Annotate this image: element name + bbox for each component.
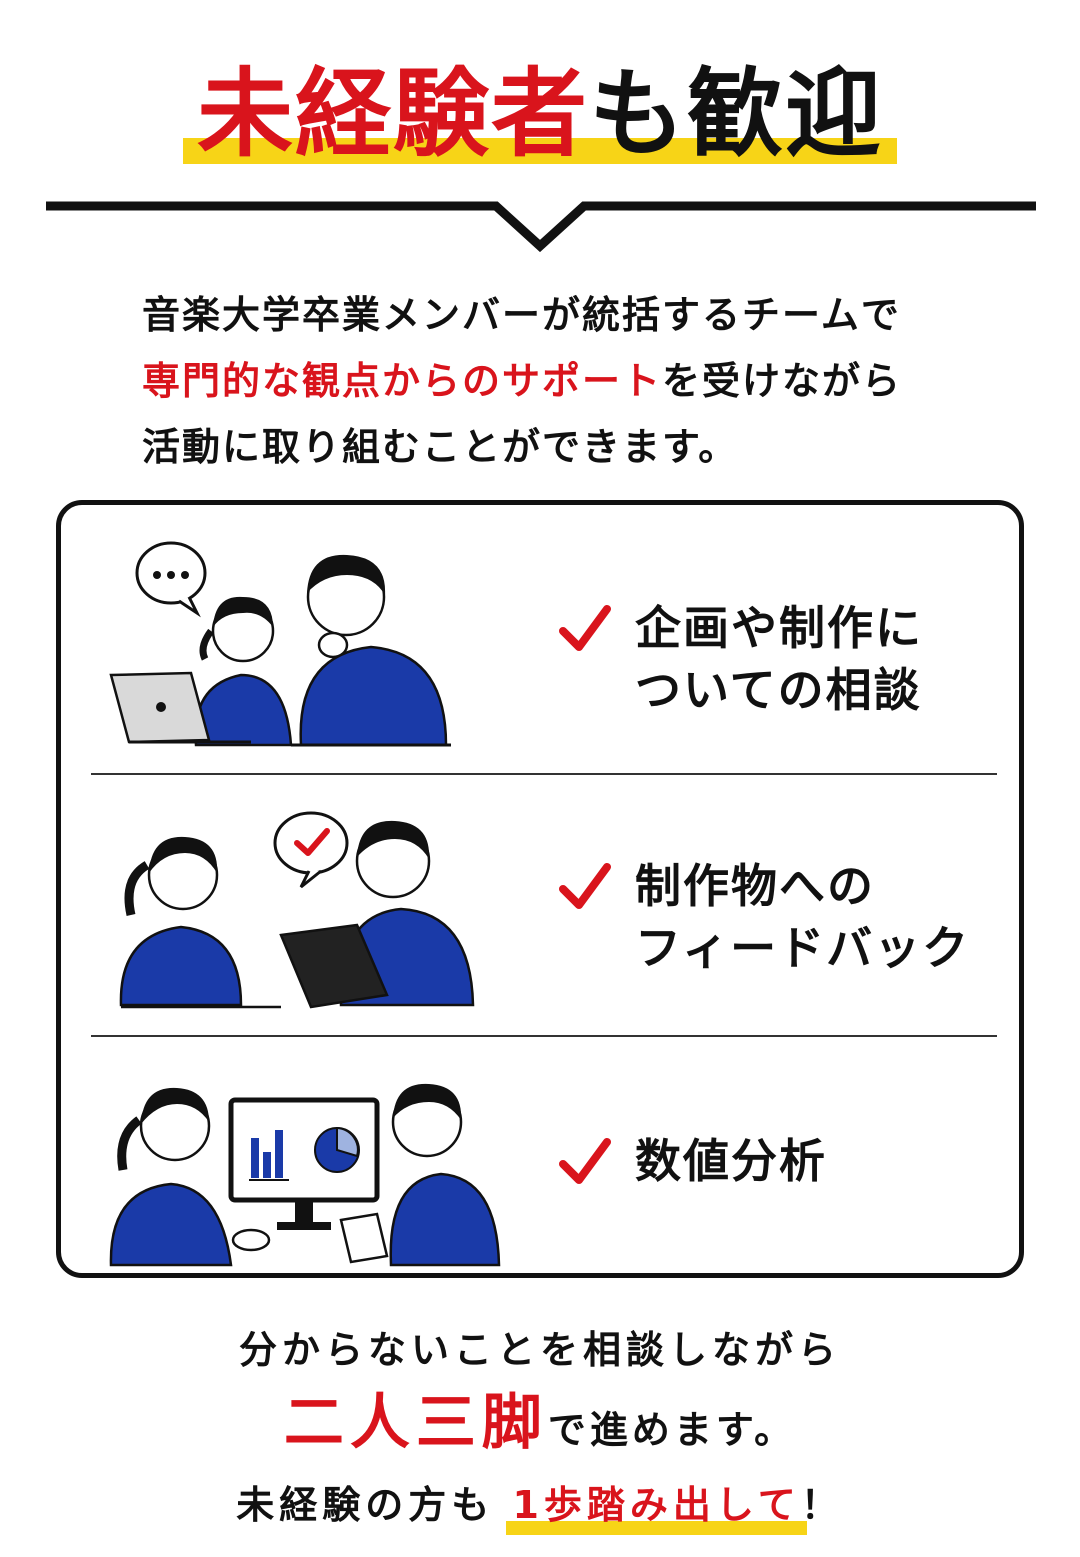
feature-label-line-1: 数値分析 — [635, 1134, 827, 1188]
intro-line-1: 音楽大学卒業メンバーが統括するチームで — [142, 293, 901, 337]
outro-line-2-rest: で進めます。 — [547, 1408, 797, 1452]
feature-label-line-2: ついての相談 — [635, 663, 922, 717]
outro-line-3: 未経験の方も 1歩踏み出して！ — [0, 1473, 1080, 1537]
feature-label-line-1: 制作物への — [635, 859, 875, 913]
feature-item-consultation: 企画や制作に ついての相談 — [557, 597, 923, 721]
intro-line-2: 専門的な観点からのサポートを受けながら — [142, 348, 962, 414]
analytics-illustration — [109, 1083, 501, 1267]
feature-item-analytics: 数値分析 — [557, 1130, 827, 1192]
feature-label: 企画や制作に ついての相談 — [635, 597, 923, 721]
feature-label-line-2: フィードバック — [635, 921, 971, 975]
headline-highlight-bar — [183, 137, 897, 164]
check-icon — [559, 1138, 611, 1184]
speech-bubble-icon — [135, 541, 207, 618]
feedback-illustration — [119, 811, 475, 1009]
outro-line-1: 分からないことを相談しながら — [238, 1328, 841, 1372]
outro-highlight-step: 1歩踏み出して — [506, 1473, 807, 1537]
outro-highlight-nininsankyaku: 二人三脚 — [283, 1388, 548, 1458]
feature-label: 数値分析 — [635, 1130, 827, 1192]
check-icon — [559, 863, 611, 909]
outro-text: 分からないことを相談しながら 二人三脚で進めます。 未経験の方も 1歩踏み出して… — [0, 1320, 1080, 1537]
check-icon — [559, 605, 611, 651]
outro-highlight-bar — [506, 1521, 807, 1535]
outro-line-3-end: ！ — [800, 1483, 844, 1527]
row-separator — [91, 1035, 997, 1037]
headline: 未経験者も歓迎 — [183, 61, 897, 168]
outro-highlight-text: 1歩踏み出して — [512, 1483, 801, 1527]
features-card: 企画や制作に ついての相談 制作物への フィードバック — [56, 500, 1024, 1278]
row-separator — [91, 773, 997, 775]
intro-highlight: 専門的な観点からのサポート — [142, 359, 663, 403]
headline-black-text: も歓迎 — [589, 58, 883, 170]
intro-line-3: 活動に取り組むことができます。 — [142, 425, 739, 469]
intro-line-2-rest: を受けながら — [662, 359, 903, 403]
speech-bubble-check-icon — [273, 811, 349, 889]
feature-item-feedback: 制作物への フィードバック — [557, 855, 970, 979]
headline-section: 未経験者も歓迎 — [0, 61, 1080, 168]
outro-line-2: 二人三脚で進めます。 — [0, 1380, 1080, 1473]
feature-label: 制作物への フィードバック — [635, 855, 970, 979]
headline-red-text: 未経験者 — [197, 58, 589, 170]
feature-label-line-1: 企画や制作に — [635, 601, 923, 655]
intro-text: 音楽大学卒業メンバーが統括するチームで 専門的な観点からのサポートを受けながら … — [142, 282, 962, 480]
outro-line-3-start: 未経験の方も — [236, 1483, 495, 1527]
consultation-illustration — [109, 541, 451, 747]
section-divider — [46, 201, 1036, 253]
